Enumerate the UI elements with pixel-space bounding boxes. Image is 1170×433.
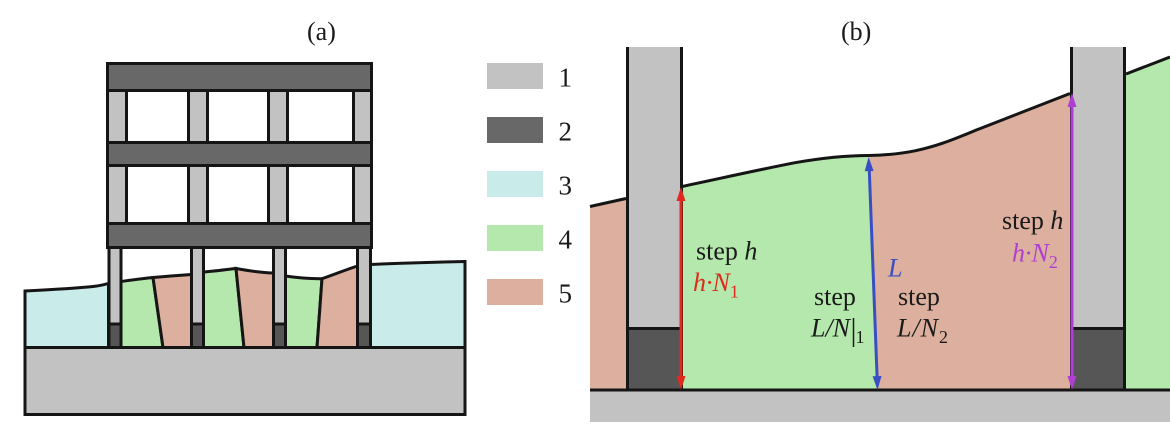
svg-text:(a): (a) [307,17,336,46]
svg-text:step h: step h [1002,206,1063,235]
svg-text:5: 5 [559,279,573,309]
svg-text:step: step [814,282,856,311]
svg-text:step: step [898,282,940,311]
svg-text:3: 3 [559,171,573,201]
svg-text:L: L [887,254,902,283]
svg-text:step h: step h [696,237,757,266]
svg-text:4: 4 [559,225,573,255]
svg-text:1: 1 [856,327,865,347]
svg-text:2: 2 [559,117,573,147]
svg-text:1: 1 [559,63,573,93]
svg-text:(b): (b) [841,17,871,46]
svg-text:L/N: L/N [810,314,852,343]
